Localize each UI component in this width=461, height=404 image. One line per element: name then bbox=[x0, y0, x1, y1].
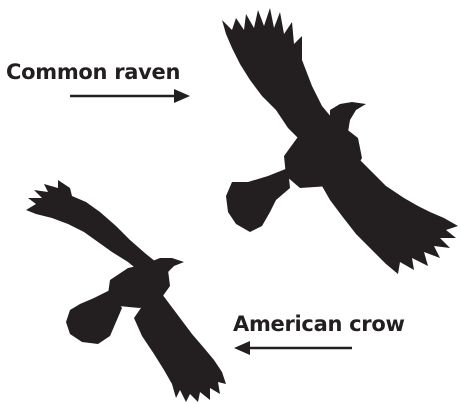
raven-label: Common raven bbox=[6, 60, 180, 84]
crow-label: American crow bbox=[233, 312, 405, 336]
